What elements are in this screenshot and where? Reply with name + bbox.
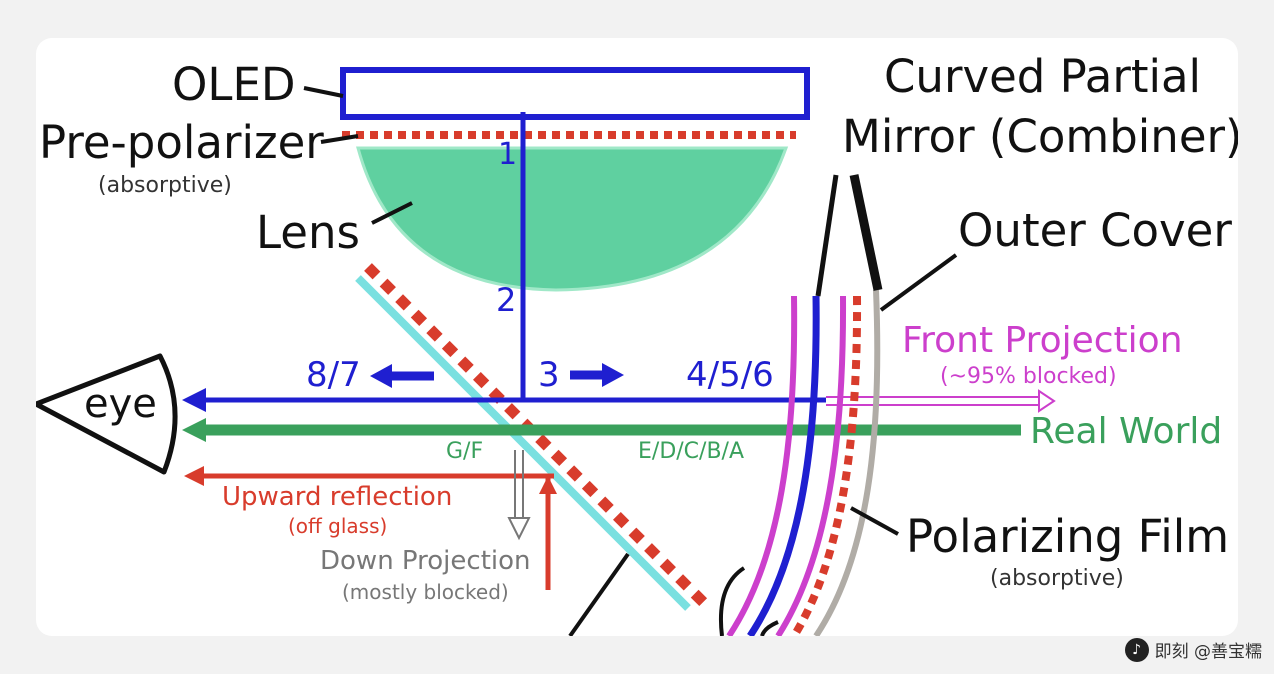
beamsplitter-polarizer [364,263,714,613]
curved-mirror-label-1: Curved Partial [884,50,1202,103]
watermark: ♪ 即刻 @善宝糯 [1124,637,1262,662]
path-label-edcba: E/D/C/B/A [638,439,744,464]
combiner-magenta-inner [775,295,847,636]
polarizing-film-label: Polarizing Film [906,510,1230,563]
oled-panel [340,67,810,120]
combiner-polarizer-dotted [790,295,862,636]
path-label-87: 8/7 [306,355,361,395]
eye-label: eye [84,381,157,427]
ray-main-blue-arrowhead [182,388,206,412]
ray-upward-reflection-arrowhead [184,466,204,486]
bottom-arc-left [719,566,746,636]
combiner-blue [747,295,820,636]
path-label-2: 2 [496,281,517,319]
down-projection-sub-label: (mostly blocked) [342,580,509,604]
lens-shape [356,146,789,292]
lens-leader [371,201,413,225]
path-label-gf: G/F [446,439,484,464]
eye-shape [36,353,178,475]
bottom-arc-right [760,620,779,636]
arrow-3-head [602,363,624,387]
optics-diagram [36,67,1056,636]
outer-cover-label: Outer Cover [958,204,1232,257]
front-projection-arrowhead [1038,389,1056,413]
beamsplitter-leader [568,552,630,636]
path-label-3: 3 [538,355,560,395]
real-world-label: Real World [1030,411,1223,452]
combiner-magenta-outer [726,295,798,636]
outer-cover-leader [879,253,958,312]
front-projection-label: Front Projection [902,320,1183,361]
oled-label: OLED [172,58,296,111]
polarizing-film-sub-label: (absorptive) [990,566,1124,591]
lens-label: Lens [256,206,360,259]
pre-polarizer-label: Pre-polarizer [39,116,324,169]
ray-upward-reflection-v-arrowhead [539,476,557,494]
jike-logo-icon: ♪ [1124,637,1149,662]
down-projection-label: Down Projection [320,546,531,576]
arrow-87-head [370,364,392,388]
polarizing-film-leader [850,506,899,536]
curved-mirror-label-2: Mirror (Combiner) [842,110,1238,163]
beamsplitter-glass [355,275,691,611]
upward-reflection-sub-label: (off glass) [288,514,388,538]
front-projection-sub-label: (~95% blocked) [940,364,1117,389]
diagram-canvas: OLED Pre-polarizer (absorptive) Lens Cur… [36,38,1238,636]
path-label-1: 1 [498,137,518,172]
watermark-text: 即刻 @善宝糯 [1154,642,1262,662]
combiner-outer-cover [813,289,881,636]
pre-polarizer-sub-label: (absorptive) [98,173,232,198]
pre-polarizer-leader [320,134,359,144]
path-label-456: 4/5/6 [686,355,774,395]
ray-real-world-arrowhead [182,418,206,442]
curved-mirror-leader-1 [815,174,839,297]
oled-leader [303,86,344,98]
curved-mirror-leader-2 [849,174,883,291]
down-projection-arrowhead [507,517,531,541]
upward-reflection-label: Upward reflection [222,482,453,512]
